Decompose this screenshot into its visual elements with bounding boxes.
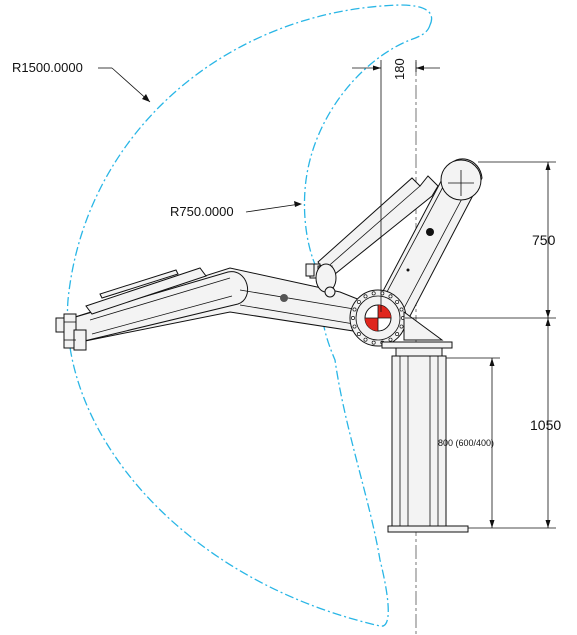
bolt-hole bbox=[363, 337, 368, 342]
bolt-hole bbox=[363, 294, 368, 299]
dimension-column bbox=[446, 357, 500, 528]
bolt-hole bbox=[356, 332, 361, 337]
upper-arm bbox=[371, 158, 483, 317]
bolt-hole bbox=[352, 324, 357, 329]
total-height-text: 1050 bbox=[530, 417, 561, 433]
bolt-hole bbox=[356, 299, 361, 304]
offset-dimension-text: 180 bbox=[392, 58, 407, 80]
column-height-text: 800 (600/400) bbox=[438, 438, 494, 448]
bolt-hole bbox=[351, 316, 355, 320]
elbow-joint bbox=[305, 263, 337, 298]
bolt-hole bbox=[399, 324, 404, 329]
bolt-hole bbox=[371, 291, 376, 296]
bolt-hole bbox=[371, 340, 376, 345]
pedestal-column bbox=[381, 341, 469, 533]
dimension-180 bbox=[352, 60, 440, 312]
bolt-hole bbox=[395, 332, 400, 337]
bolt-hole bbox=[395, 299, 400, 304]
outer-radius-text: R1500.0000 bbox=[12, 60, 83, 75]
bolt-hole bbox=[388, 294, 393, 299]
inner-radius-text: R750.0000 bbox=[170, 204, 234, 219]
dimension-right bbox=[405, 161, 556, 529]
inner-radius-leader bbox=[245, 201, 302, 213]
upper-height-text: 750 bbox=[532, 232, 556, 248]
bolt-hole bbox=[399, 307, 404, 312]
end-effector bbox=[55, 313, 87, 351]
bolt-hole bbox=[352, 307, 357, 312]
bolt-hole bbox=[388, 337, 393, 342]
outer-reach-envelope bbox=[66, 4, 433, 627]
outer-radius-leader bbox=[98, 67, 151, 103]
